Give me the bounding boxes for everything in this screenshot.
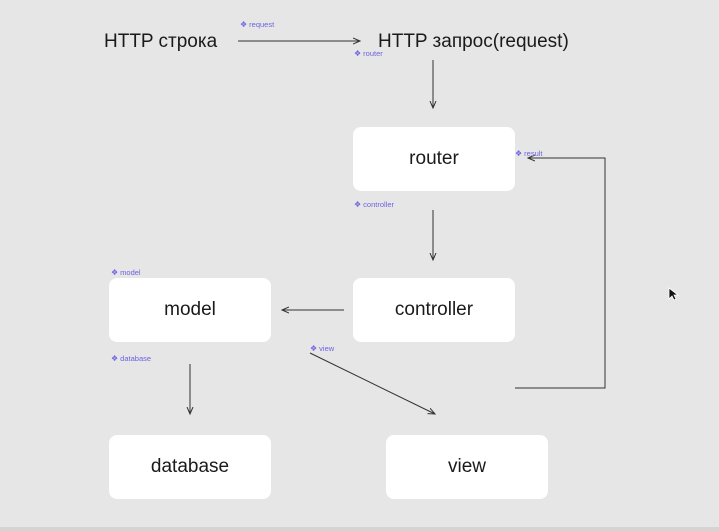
component-diamond-icon: ❖ xyxy=(111,267,119,277)
component-diamond-icon: ❖ xyxy=(354,48,362,58)
database-node[interactable]: database xyxy=(109,435,271,499)
arrow-to-view xyxy=(309,352,435,414)
tag-router-label: router xyxy=(363,49,383,58)
tag-view[interactable]: ❖ view xyxy=(310,344,334,353)
tag-database-label: database xyxy=(120,354,152,363)
component-diamond-icon: ❖ xyxy=(310,343,318,353)
model-node-label: model xyxy=(164,299,216,320)
tag-model-label: model xyxy=(120,268,141,277)
tag-router[interactable]: ❖ router xyxy=(354,49,383,58)
router-node-label: router xyxy=(409,148,459,169)
tag-controller[interactable]: ❖ controller xyxy=(354,200,394,209)
arrow-result-to-router xyxy=(515,158,606,389)
tag-request[interactable]: ❖ request xyxy=(240,20,274,29)
view-node-label: view xyxy=(447,456,486,477)
controller-node-label: controller xyxy=(394,299,474,320)
http-request-text: HTTP запрос(request) xyxy=(378,31,569,52)
router-node[interactable]: router xyxy=(353,127,515,191)
tag-controller-label: controller xyxy=(363,200,395,209)
mouse-pointer-icon xyxy=(668,287,680,301)
database-node-label: database xyxy=(150,456,230,477)
component-diamond-icon: ❖ xyxy=(240,19,248,29)
tag-result[interactable]: ❖ result xyxy=(515,149,543,158)
tag-request-label: request xyxy=(249,20,275,29)
component-diamond-icon: ❖ xyxy=(111,353,119,363)
tag-database[interactable]: ❖ database xyxy=(111,354,151,363)
model-node[interactable]: model xyxy=(109,278,271,342)
http-line-text: HTTP строка xyxy=(104,31,218,52)
tag-view-label: view xyxy=(319,344,335,353)
controller-node[interactable]: controller xyxy=(353,278,515,342)
tag-result-label: result xyxy=(524,149,543,158)
component-diamond-icon: ❖ xyxy=(354,199,362,209)
tag-model[interactable]: ❖ model xyxy=(111,268,141,277)
component-diamond-icon: ❖ xyxy=(515,148,523,158)
view-node[interactable]: view xyxy=(386,435,548,499)
bottom-edge xyxy=(0,527,719,531)
